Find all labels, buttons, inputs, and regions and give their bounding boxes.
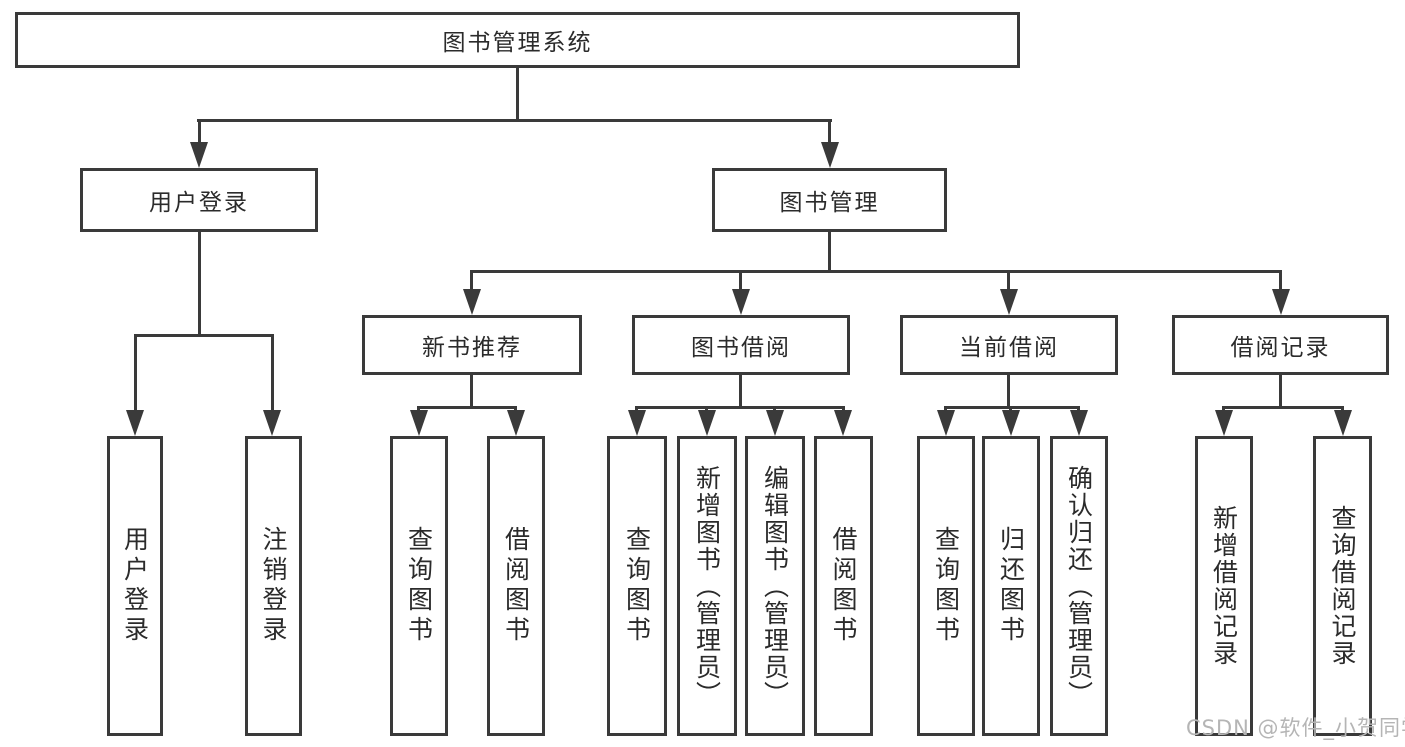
- connector-line: [470, 375, 473, 409]
- node-label: 新增借阅记录: [1209, 505, 1239, 667]
- node-label: 归还图书: [996, 526, 1026, 646]
- leaf-add-borrow-record: 新增借阅记录: [1195, 436, 1253, 736]
- node-label: 新增图书（管理员）: [692, 464, 722, 708]
- arrow-down-icon: [732, 289, 750, 315]
- arrow-down-icon: [834, 410, 852, 436]
- node-label: 图书管理: [779, 190, 880, 216]
- leaf-user-login: 用户登录: [107, 436, 163, 736]
- leaf-logout: 注销登录: [245, 436, 302, 736]
- leaf-confirm-return-admin: 确认归还（管理员）: [1050, 436, 1108, 736]
- node-label: 新书推荐: [422, 335, 522, 361]
- arrow-down-icon: [821, 142, 839, 168]
- leaf-edit-books-admin: 编辑图书（管理员）: [745, 436, 805, 736]
- arrow-down-icon: [190, 142, 208, 168]
- node-label: 查询图书: [931, 526, 961, 646]
- arrow-down-icon: [1272, 289, 1290, 315]
- arrow-down-icon: [1215, 410, 1233, 436]
- connector-line: [271, 334, 274, 414]
- leaf-return-books: 归还图书: [982, 436, 1040, 736]
- node-label: 用户登录: [149, 190, 249, 216]
- arrow-down-icon: [126, 410, 144, 436]
- arrow-down-icon: [1000, 289, 1018, 315]
- node-label: 确认归还（管理员）: [1064, 464, 1094, 708]
- connector-line: [1279, 375, 1282, 409]
- leaf-borrow-books-1: 借阅图书: [487, 436, 545, 736]
- arrow-down-icon: [410, 410, 428, 436]
- leaf-query-books-3: 查询图书: [917, 436, 975, 736]
- node-user-login: 用户登录: [80, 168, 318, 232]
- arrow-down-icon: [766, 410, 784, 436]
- node-new-book-recommend: 新书推荐: [362, 315, 582, 375]
- node-label: 编辑图书（管理员）: [760, 464, 790, 708]
- connector-line: [739, 270, 742, 295]
- connector-line: [828, 232, 831, 273]
- connector-line: [1279, 270, 1282, 295]
- connector-line: [1007, 375, 1010, 409]
- leaf-borrow-books-2: 借阅图书: [814, 436, 873, 736]
- connector-line: [134, 334, 274, 337]
- connector-line: [637, 406, 844, 409]
- node-book-management-system: 图书管理系统: [15, 12, 1020, 68]
- arrow-down-icon: [1070, 410, 1088, 436]
- connector-line: [828, 119, 831, 149]
- arrow-down-icon: [1002, 410, 1020, 436]
- csdn-watermark: CSDN @软件_小贺同学: [1186, 716, 1405, 740]
- leaf-add-books-admin: 新增图书（管理员）: [677, 436, 737, 736]
- node-label: 借阅图书: [501, 526, 531, 646]
- leaf-query-books-2: 查询图书: [607, 436, 667, 736]
- node-borrowing-records: 借阅记录: [1172, 315, 1389, 375]
- arrow-down-icon: [463, 289, 481, 315]
- arrow-down-icon: [263, 410, 281, 436]
- connector-line: [1224, 406, 1343, 409]
- connector-line: [470, 270, 1282, 273]
- node-current-borrowing: 当前借阅: [900, 315, 1118, 375]
- arrow-down-icon: [698, 410, 716, 436]
- leaf-query-borrow-record: 查询借阅记录: [1313, 436, 1372, 736]
- connector-line: [946, 406, 1080, 409]
- leaf-query-books-1: 查询图书: [390, 436, 448, 736]
- connector-line: [197, 119, 832, 122]
- connector-line: [134, 334, 137, 414]
- node-label: 图书管理系统: [442, 30, 593, 56]
- node-label: 用户登录: [120, 526, 150, 646]
- node-label: 借阅图书: [829, 526, 858, 646]
- node-book-borrowing: 图书借阅: [632, 315, 850, 375]
- connector-line: [198, 119, 201, 149]
- node-label: 查询借阅记录: [1328, 505, 1357, 667]
- arrow-down-icon: [1334, 410, 1352, 436]
- connector-line: [198, 232, 201, 336]
- node-label: 查询图书: [622, 526, 652, 646]
- arrow-down-icon: [628, 410, 646, 436]
- node-label: 查询图书: [404, 526, 434, 646]
- connector-line: [1007, 270, 1010, 295]
- node-book-management: 图书管理: [712, 168, 947, 232]
- node-label: 借阅记录: [1230, 335, 1331, 361]
- connector-line: [470, 270, 473, 295]
- node-label: 注销登录: [259, 526, 288, 646]
- arrow-down-icon: [937, 410, 955, 436]
- arrow-down-icon: [507, 410, 525, 436]
- node-label: 当前借阅: [959, 335, 1059, 361]
- connector-line: [739, 375, 742, 409]
- connector-line: [516, 68, 519, 120]
- connector-line: [419, 406, 517, 409]
- node-label: 图书借阅: [691, 335, 791, 361]
